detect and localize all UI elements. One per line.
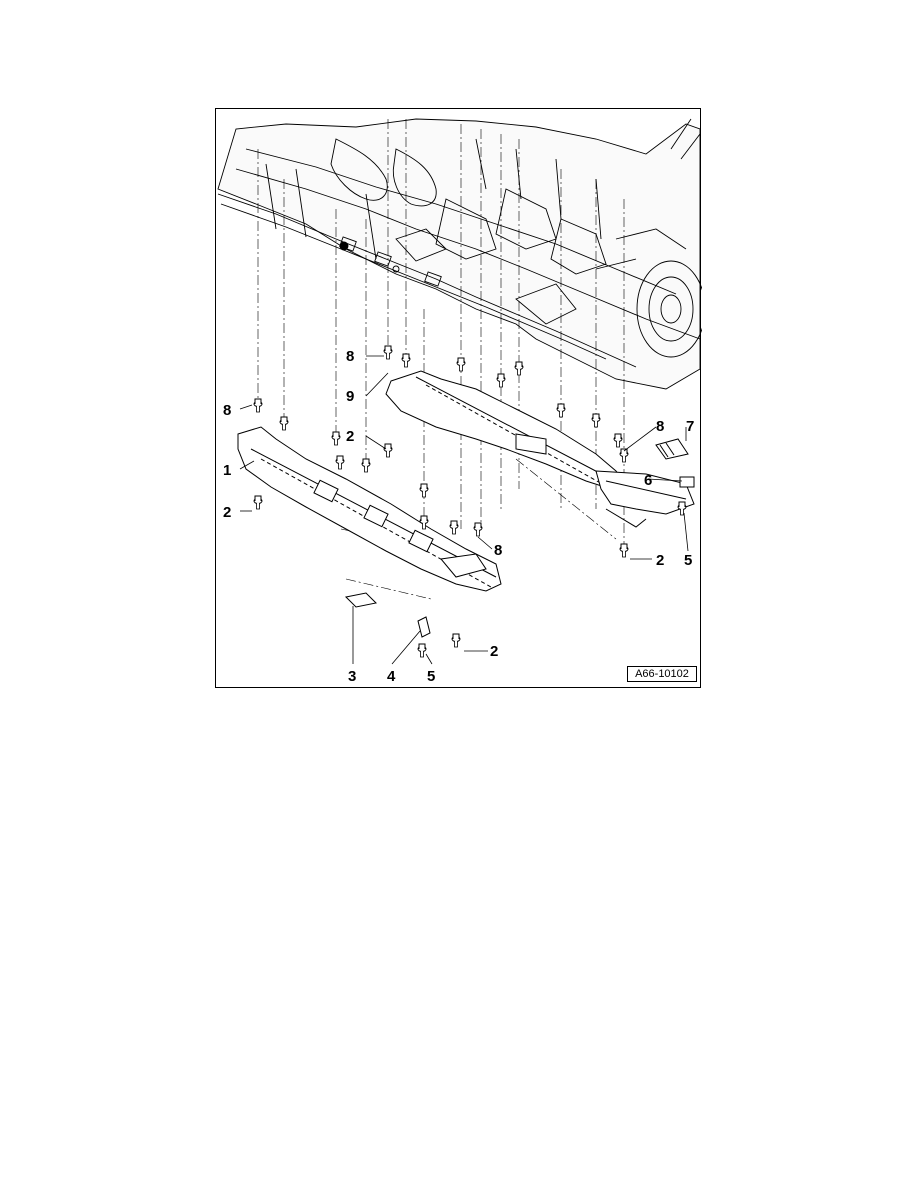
figure-reference-code: A66-10102 (627, 666, 697, 682)
callout-6: 6 (644, 472, 652, 489)
exploded-view-diagram: 8 9 8 2 1 2 8 7 6 8 2 5 2 3 4 5 A66-1010… (215, 108, 702, 688)
callout-2: 2 (656, 552, 664, 569)
callout-8: 8 (346, 348, 354, 365)
callout-2: 2 (490, 643, 498, 660)
small-parts (344, 438, 695, 638)
callout-5: 5 (684, 552, 692, 569)
part-6-bracket (679, 476, 695, 488)
callout-1: 1 (223, 462, 231, 479)
diagram-illustration: 8 9 8 2 1 2 8 7 6 8 2 5 2 3 4 5 (217, 118, 702, 685)
part-3-clip (344, 592, 378, 608)
callout-8: 8 (223, 402, 231, 419)
vehicle-underbody (217, 118, 702, 390)
callout-8: 8 (656, 418, 664, 435)
callout-9: 9 (346, 388, 354, 405)
leader-lines (239, 355, 689, 665)
callout-2: 2 (346, 428, 354, 445)
callout-2: 2 (223, 504, 231, 521)
callout-4: 4 (387, 668, 396, 685)
part-7-clip (655, 438, 689, 460)
callout-3: 3 (348, 668, 356, 685)
callout-labels: 8 9 8 2 1 2 8 7 6 8 2 5 2 3 4 5 (223, 348, 694, 685)
callout-5: 5 (427, 668, 435, 685)
rear-underbody-panel (385, 370, 695, 528)
front-underbody-panel (237, 426, 502, 592)
part-4-clip (417, 616, 431, 638)
callout-7: 7 (686, 418, 694, 435)
callout-8: 8 (494, 542, 502, 559)
